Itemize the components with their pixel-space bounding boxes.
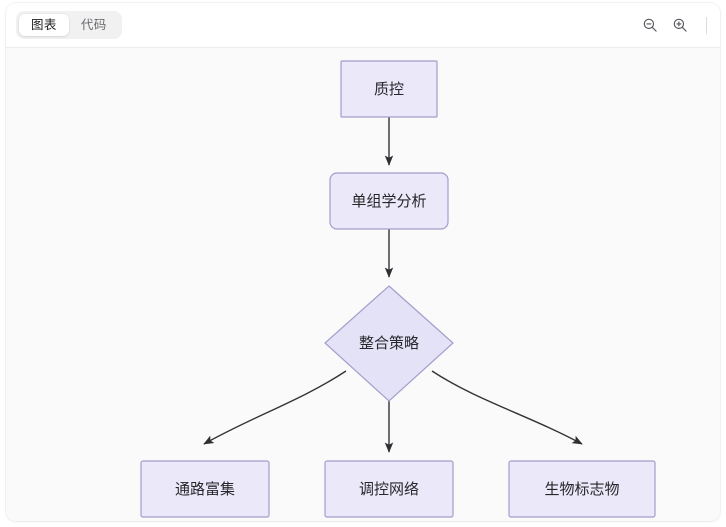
node-biomarker-shape xyxy=(508,460,656,518)
diagram-canvas[interactable]: 质控 单组学分析 整合策略 通路富集 调控网络 xyxy=(6,47,720,521)
node-integration-strategy-shape xyxy=(324,285,454,402)
node-single-omics-analysis[interactable]: 单组学分析 xyxy=(329,172,449,230)
diagram-viewer-panel: 图表 代码 xyxy=(6,3,720,521)
edge-strategy-to-biomarker xyxy=(431,370,583,445)
tab-chart[interactable]: 图表 xyxy=(19,14,69,36)
tab-chart-label: 图表 xyxy=(31,17,57,32)
node-integration-strategy-label: 整合策略 xyxy=(359,335,419,352)
flowchart-svg: 质控 单组学分析 整合策略 通路富集 调控网络 xyxy=(140,60,656,518)
node-single-omics-analysis-label: 单组学分析 xyxy=(351,193,426,210)
node-pathway-enrichment[interactable]: 通路富集 xyxy=(140,460,270,518)
tab-code[interactable]: 代码 xyxy=(69,14,119,36)
view-mode-tabs: 图表 代码 xyxy=(16,11,122,39)
edges-layer xyxy=(203,117,583,453)
node-regulatory-network-shape xyxy=(324,460,454,518)
toolbar-actions xyxy=(636,11,710,39)
node-integration-strategy[interactable]: 整合策略 xyxy=(324,285,454,402)
toolbar: 图表 代码 xyxy=(6,3,720,47)
node-qc[interactable]: 质控 xyxy=(340,60,438,118)
node-biomarker[interactable]: 生物标志物 xyxy=(508,460,656,518)
nodes-layer: 质控 单组学分析 整合策略 通路富集 调控网络 xyxy=(140,60,656,518)
node-pathway-enrichment-label: 通路富集 xyxy=(175,480,235,498)
tab-code-label: 代码 xyxy=(80,17,107,32)
node-qc-label: 质控 xyxy=(374,81,404,98)
toolbar-divider xyxy=(706,16,707,34)
zoom-in-icon xyxy=(673,18,687,32)
zoom-out-icon xyxy=(643,18,657,32)
zoom-in-button[interactable] xyxy=(666,11,694,39)
edge-strategy-to-pathway xyxy=(203,370,347,445)
node-regulatory-network[interactable]: 调控网络 xyxy=(324,460,454,518)
node-pathway-enrichment-shape xyxy=(140,460,270,518)
node-regulatory-network-label: 调控网络 xyxy=(359,481,419,498)
node-biomarker-label: 生物标志物 xyxy=(544,481,619,498)
node-single-omics-analysis-shape xyxy=(329,172,449,230)
node-qc-shape xyxy=(340,60,438,118)
zoom-out-button[interactable] xyxy=(636,11,664,39)
